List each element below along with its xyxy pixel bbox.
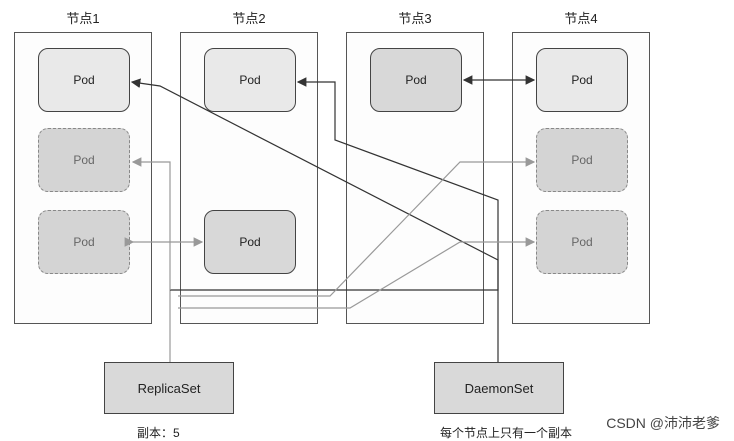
replicaset-box: ReplicaSet — [104, 362, 234, 414]
rs-line-pod2 — [131, 157, 171, 290]
daemonset-caption: 每个节点上只有一个副本 — [440, 426, 573, 440]
node-4-pod-1: Pod — [536, 48, 628, 112]
ds-line-node4c — [178, 237, 536, 309]
node-1-label: 节点1 — [66, 11, 100, 26]
replicaset-caption: 副本：5 — [137, 426, 180, 440]
node-1-pod-3: Pod — [38, 210, 130, 274]
rs-line-pod1 — [130, 78, 499, 291]
node-1-pod-2: Pod — [38, 128, 130, 192]
node-2-pod-1: Pod — [204, 48, 296, 112]
daemonset-box: DaemonSet — [434, 362, 564, 414]
node-4-label: 节点4 — [564, 11, 598, 26]
watermark: CSDN @沛沛老爹 — [606, 415, 720, 431]
node-4-pod-2: Pod — [536, 128, 628, 192]
node-1-pod-1: Pod — [38, 48, 130, 112]
node-2-pod-2: Pod — [204, 210, 296, 274]
node-2-label: 节点2 — [232, 11, 266, 26]
node-3-label: 节点3 — [398, 11, 432, 26]
ds-line-trunk — [296, 77, 499, 364]
ds-line-node4b — [178, 157, 536, 297]
node-3-pod-1: Pod — [370, 48, 462, 112]
node-4-pod-3: Pod — [536, 210, 628, 274]
